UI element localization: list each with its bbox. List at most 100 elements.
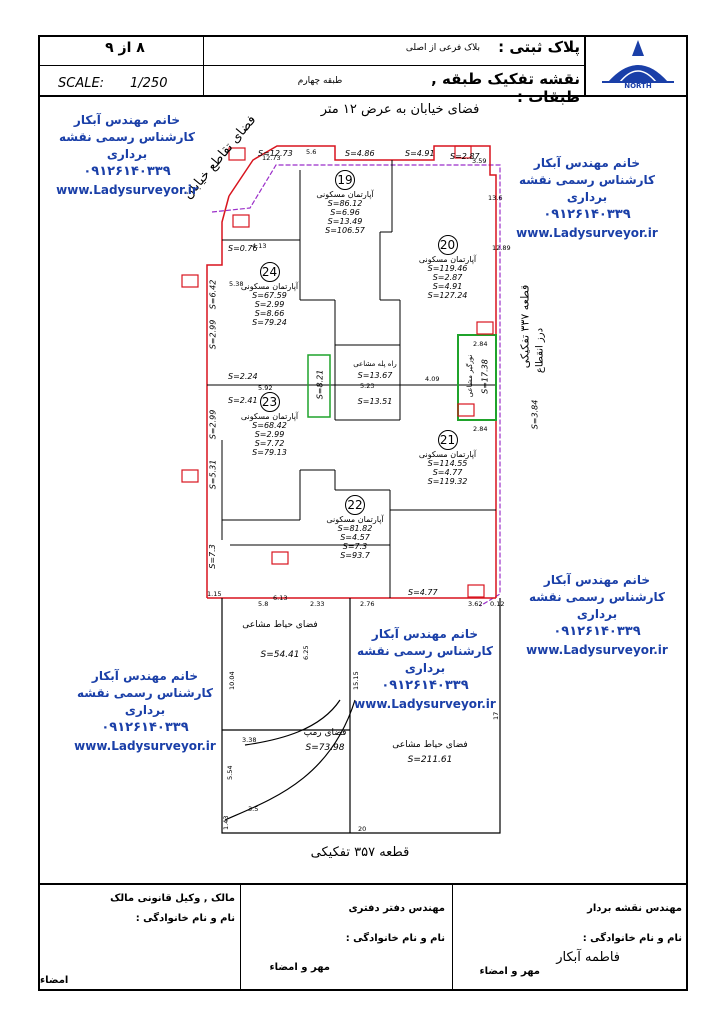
dim-20: 20 bbox=[358, 825, 366, 833]
dim-12-89: 12.89 bbox=[492, 244, 511, 252]
edge-area-8: S=6.42 bbox=[208, 279, 218, 310]
unit-20-balcony: S=2.87 bbox=[432, 273, 463, 282]
dim-1-43: 1.43 bbox=[222, 816, 230, 830]
edge-area-1: S=12.73 bbox=[258, 149, 293, 158]
unit-20: 20 آپارتمان مسکونی S=119.46 S=2.87 S=4.9… bbox=[405, 235, 490, 300]
dim-4-13: 4.13 bbox=[252, 242, 266, 250]
unit-21: 21 آپارتمان مسکونی S=114.55 S=4.77 S=119… bbox=[405, 430, 490, 486]
dim-6-25: 6.25 bbox=[302, 646, 310, 660]
north-arrow-icon bbox=[602, 40, 674, 83]
yard-right-label: فضای حیاط مشاعی bbox=[392, 740, 468, 750]
unit-23-number: 23 bbox=[259, 392, 280, 412]
dim-5-38: 5.38 bbox=[229, 280, 243, 288]
dim-13-6: 13.6 bbox=[488, 194, 502, 202]
unit-22-balcony: S=4.57 bbox=[340, 533, 370, 542]
south-parcel-label: قطعه ۳۵۷ تفکیکی bbox=[310, 845, 410, 860]
unit-24-total: S=79.24 bbox=[252, 318, 287, 327]
owner-title: مالک , وکیل قانونی مالک bbox=[110, 893, 235, 904]
dim-10-04: 10.04 bbox=[228, 671, 236, 690]
unit-20-area: S=119.46 bbox=[427, 264, 468, 273]
unit-20-porch: S=4.91 bbox=[432, 282, 463, 291]
east-parcel-area: S=3.84 bbox=[530, 399, 540, 430]
unit-23-total: S=79.13 bbox=[252, 448, 287, 457]
dim-2-84b: 2.84 bbox=[473, 425, 487, 433]
footer-vline-2 bbox=[452, 883, 453, 991]
watermark-phone: ۰۹۱۲۶۱۴۰۳۳۹ bbox=[553, 624, 641, 639]
yard-right-area: S=211.61 bbox=[407, 755, 453, 765]
watermark-website[interactable]: www.Ladysurveyor.ir bbox=[354, 697, 496, 711]
unit-22-porch: S=7.3 bbox=[342, 542, 368, 551]
watermark-name: خانم مهندس آبکار bbox=[533, 156, 641, 170]
edge-area-11: S=5.31 bbox=[208, 459, 218, 490]
unit-21-total: S=119.32 bbox=[427, 477, 468, 486]
unit-24-use: آپارتمان مسکونی bbox=[240, 282, 299, 291]
watermark-name: خانم مهندس آبکار bbox=[543, 573, 651, 587]
dim-2-76: 2.76 bbox=[360, 600, 374, 608]
unit-24-porch: S=8.66 bbox=[254, 309, 285, 318]
unit-19-porch: S=13.49 bbox=[327, 217, 363, 226]
edge-area-12: S=7.3 bbox=[207, 544, 217, 569]
dim-5-8: 5.8 bbox=[258, 600, 268, 608]
watermark-2: خانم مهندس آبکار کارشناس رسمی نقشه بردار… bbox=[502, 155, 672, 242]
watermark-title: کارشناس رسمی نقشه برداری bbox=[518, 173, 656, 204]
watermark-title: کارشناس رسمی نقشه برداری bbox=[58, 130, 196, 161]
window-markers bbox=[181, 145, 494, 598]
street-top-label: فضای خیابان به عرض ۱۲ متر bbox=[320, 102, 480, 117]
scale-label: SCALE: bbox=[58, 76, 105, 91]
unit-19-total: S=106.57 bbox=[325, 226, 365, 235]
dim-12-73: 12.73 bbox=[262, 154, 281, 162]
watermark-website[interactable]: www.Ladysurveyor.ir bbox=[526, 643, 668, 657]
dim-2-33: 2.33 bbox=[310, 600, 324, 608]
office-title: مهندس دفتر دفتری bbox=[348, 903, 445, 914]
ramp-label: فضای رمپ bbox=[303, 728, 347, 738]
unit-21-use: آپارتمان مسکونی bbox=[418, 450, 477, 459]
watermark-1: خانم مهندس آبکار کارشناس رسمی نقشه بردار… bbox=[42, 112, 212, 199]
unit-walls bbox=[207, 160, 496, 598]
owner-name-label: نام و نام خانوادگی : bbox=[135, 913, 235, 924]
dimension-labels: 12.73 5.6 3.59 13.6 12.89 5.38 4.13 5.92… bbox=[207, 148, 511, 833]
dim-2-84: 2.84 bbox=[473, 340, 487, 348]
dim-3-62: 3.62 bbox=[468, 600, 482, 608]
unit-21-area: S=114.55 bbox=[427, 459, 468, 468]
corridor-area-a: S=13.67 bbox=[357, 371, 393, 380]
watermark-phone: ۰۹۱۲۶۱۴۰۳۳۹ bbox=[83, 164, 171, 179]
unit-24-number: 24 bbox=[259, 262, 280, 282]
unit-22-number: 22 bbox=[345, 495, 365, 515]
unit-24-area: S=67.59 bbox=[252, 291, 287, 300]
header-divider-mid bbox=[203, 65, 584, 66]
office-sign-label: مهر و امضاء bbox=[269, 962, 330, 973]
office-name-label: نام و نام خانوادگی : bbox=[345, 933, 445, 944]
dim-0-12: 0.12 bbox=[490, 600, 504, 608]
unit-22: 22 آپارتمان مسکونی S=81.82 S=4.57 S=7.3 … bbox=[315, 495, 395, 560]
header-vline-2 bbox=[584, 35, 586, 96]
dim-15-15: 15.15 bbox=[352, 671, 360, 690]
unit-22-area: S=81.82 bbox=[337, 524, 373, 533]
watermark-website[interactable]: www.Ladysurveyor.ir bbox=[74, 739, 216, 753]
unit-23: 23 آپارتمان مسکونی S=68.42 S=2.99 S=7.72… bbox=[232, 392, 307, 457]
edge-area-4: S=2.87 bbox=[450, 152, 480, 161]
unit-22-use: آپارتمان مسکونی bbox=[326, 515, 384, 524]
floor-label: طبقه چهارم bbox=[297, 76, 343, 86]
edge-area-9: S=2.99 bbox=[208, 319, 218, 350]
dim-3-5: 3.5 bbox=[248, 805, 258, 813]
shaft-area: S=8.21 bbox=[315, 369, 325, 400]
surveyor-sign-label: مهر و امضاء bbox=[479, 966, 540, 977]
dim-3-38: 3.38 bbox=[242, 736, 256, 744]
watermark-phone: ۰۹۱۲۶۱۴۰۳۳۹ bbox=[543, 207, 631, 222]
watermark-website[interactable]: www.Ladysurveyor.ir bbox=[56, 183, 198, 197]
unit-21-balcony: S=4.77 bbox=[432, 468, 463, 477]
light-well-area: S=17.38 bbox=[480, 359, 490, 394]
watermark-name: خانم مهندس آبکار bbox=[91, 669, 199, 683]
ramp-area: S=73.98 bbox=[305, 743, 345, 753]
unit-23-porch: S=7.72 bbox=[254, 439, 285, 448]
plak-title: پلاک ثبتی : bbox=[498, 38, 580, 56]
dim-5-6: 5.6 bbox=[306, 148, 316, 156]
unit-23-area: S=68.42 bbox=[252, 421, 287, 430]
watermark-website[interactable]: www.Ladysurveyor.ir bbox=[516, 226, 658, 240]
footer-divider bbox=[38, 883, 688, 885]
unit-22-total: S=93.7 bbox=[340, 551, 370, 560]
north-label: NORTH bbox=[624, 82, 652, 90]
edge-area-13: S=4.77 bbox=[408, 588, 438, 597]
yard-left-label: فضای حیاط مشاعی bbox=[242, 620, 318, 630]
